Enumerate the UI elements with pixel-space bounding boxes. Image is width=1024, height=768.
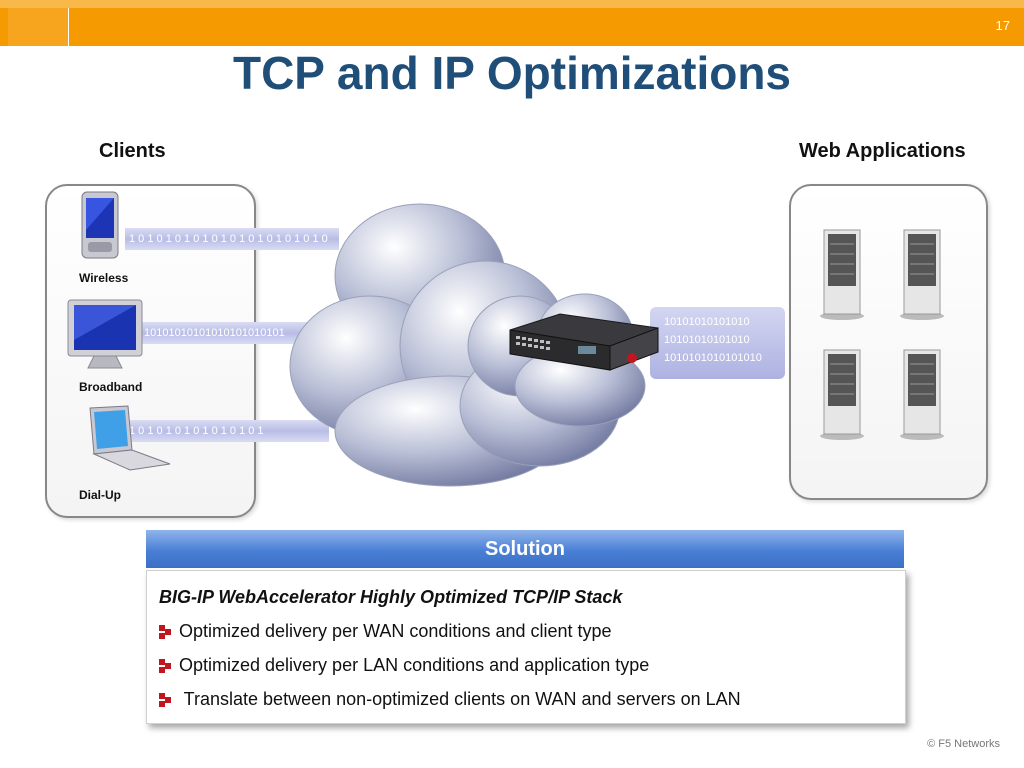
server-icon [820, 349, 864, 440]
solution-bullet-text: Optimized delivery per LAN conditions an… [179, 655, 650, 675]
solution-panel: BIG-IP WebAccelerator Highly Optimized T… [146, 570, 906, 724]
clients-label: Clients [99, 140, 166, 162]
slide-title: TCP and IP Optimizations [232, 47, 792, 99]
web-applications-label: Web Applications [799, 140, 966, 162]
web-applications-panel [789, 184, 988, 500]
lan-stream-line: 10101010101010 [664, 334, 750, 346]
slide-number: 17 [995, 18, 1010, 33]
broadband-data-stream: 10101010101010101010101 [140, 322, 314, 344]
laptop-icon [89, 405, 171, 471]
solution-bullet-text: Optimized delivery per WAN conditions an… [179, 621, 612, 641]
top-bar-accent [0, 0, 1024, 8]
server-icon [900, 229, 944, 320]
solution-bullet-text: Translate between non-optimized clients … [179, 689, 741, 709]
solution-header: Solution [146, 530, 904, 568]
bullet-arrow-icon [159, 624, 171, 639]
top-bar: 17 [0, 0, 1024, 46]
top-bar-tab [8, 8, 69, 46]
server-icon [900, 349, 944, 440]
wireless-label: Wireless [79, 271, 129, 285]
dialup-label: Dial-Up [79, 488, 121, 502]
copyright-notice: © F5 Networks [927, 738, 1000, 750]
wireless-data-stream: 1 0 1 0 1 0 1 0 1 0 1 0 1 0 1 0 1 0 1 0 … [125, 228, 339, 250]
bullet-arrow-icon [159, 658, 171, 673]
solution-bullet: Optimized delivery per WAN conditions an… [159, 621, 612, 642]
lan-data-stream: 10101010101010 10101010101010 1010101010… [650, 307, 785, 379]
dialup-data-stream: 1 0 1 0 1 0 1 0 1 0 1 0 1 0 1 [125, 420, 329, 442]
server-icon [820, 229, 864, 320]
solution-title: BIG-IP WebAccelerator Highly Optimized T… [159, 587, 623, 607]
monitor-icon [67, 299, 143, 369]
big-ip-appliance-icon [509, 313, 659, 371]
bullet-arrow-icon [159, 692, 171, 707]
solution-bullet: Translate between non-optimized clients … [159, 689, 741, 710]
lan-stream-line: 10101010101010 [664, 316, 750, 328]
solution-bullet: Optimized delivery per LAN conditions an… [159, 655, 649, 676]
lan-stream-line: 1010101010101010 [664, 352, 762, 364]
broadband-label: Broadband [79, 380, 143, 394]
pda-icon [81, 191, 119, 259]
